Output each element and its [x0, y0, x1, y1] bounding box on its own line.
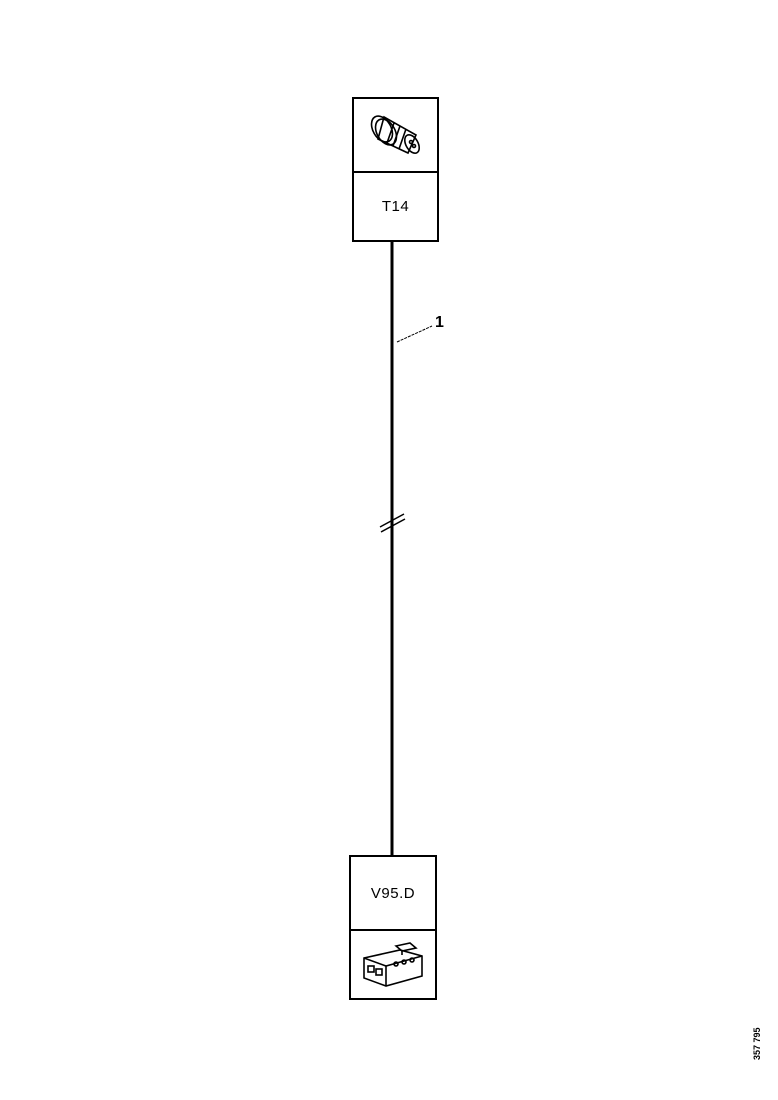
connector-t14-label-cell: T14 — [354, 173, 437, 240]
connector-t14-image-cell — [354, 99, 437, 173]
round-connector-plug-icon — [370, 115, 420, 155]
rectangular-connector-housing-icon — [363, 941, 423, 987]
connector-label: V95.D — [370, 884, 416, 902]
connector-t14[interactable]: T14 — [352, 97, 439, 242]
connector-v95d-image-cell — [351, 931, 435, 998]
wire-callout-number: 1 — [435, 314, 444, 331]
document-number: 357 795 — [752, 1027, 762, 1060]
wire-callout-leader — [396, 325, 433, 343]
connector-v95d-label-cell: V95.D — [351, 857, 435, 931]
wire-break-marker — [379, 513, 406, 533]
connector-label: T14 — [381, 198, 410, 215]
connector-v95d[interactable]: V95.D — [349, 855, 437, 1000]
